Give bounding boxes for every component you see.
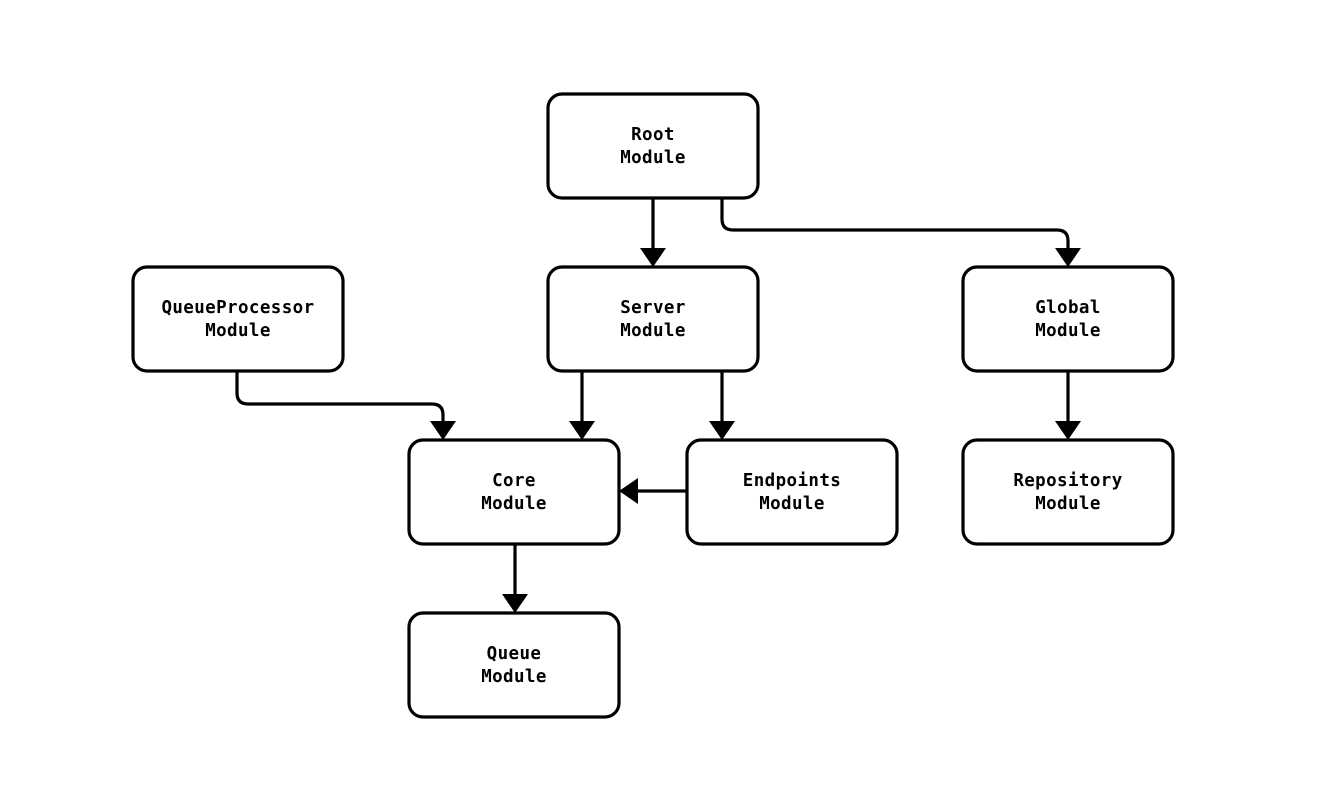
edge-server-to-core [569,371,595,440]
edge-endpoints-to-core-arrowhead [619,478,638,504]
edge-global-to-repository-arrowhead [1055,421,1081,440]
endpoints-module-box[interactable] [685,438,899,546]
edge-queueprocessor-to-core-line [235,371,445,425]
repository-module-box[interactable] [961,438,1175,546]
core-module-box[interactable] [407,438,621,546]
global-module-label-line2: Module [1035,321,1101,341]
queue-module-label-line1: Queue [487,644,542,664]
queue-module-box[interactable] [407,611,621,719]
edge-core-to-queue-arrowhead [502,594,528,613]
root-module-label-line2: Module [620,148,686,168]
endpoints-module-label-line1: Endpoints [743,471,841,491]
edge-queueprocessor-to-core-arrowhead [430,421,456,440]
core-module-label-line1: Core [492,471,536,491]
edge-root-to-global [720,198,1081,267]
server-module-label-line1: Server [620,298,686,318]
queue-module-label-line2: Module [481,667,547,687]
edge-root-to-global-line [720,198,1070,252]
global-module-label-line1: Global [1035,298,1101,318]
root-module-box[interactable] [546,92,760,200]
edge-global-to-repository [1055,371,1081,440]
edge-root-to-server [640,198,666,267]
edge-root-to-server-arrowhead [640,248,666,267]
server-module-box[interactable] [546,265,760,373]
edge-root-to-global-arrowhead [1055,248,1081,267]
global-module-box[interactable] [961,265,1175,373]
edges-layer [235,198,1081,613]
edge-core-to-queue [502,544,528,613]
server-module-label-line2: Module [620,321,686,341]
edge-queueprocessor-to-core [235,371,456,440]
edge-endpoints-to-core [619,478,687,504]
endpoints-module-label-line2: Module [759,494,825,514]
nodes-layer: RootModuleQueueProcessorModuleServerModu… [131,92,1175,719]
core-module-label-line2: Module [481,494,547,514]
edge-server-to-endpoints [709,371,735,440]
edge-server-to-core-arrowhead [569,421,595,440]
edge-server-to-endpoints-arrowhead [709,421,735,440]
root-module-label-line1: Root [631,125,675,145]
queueprocessor-module-label-line1: QueueProcessor [161,298,314,318]
queueprocessor-module-label-line2: Module [205,321,271,341]
queueprocessor-module-box[interactable] [131,265,345,373]
repository-module-label-line2: Module [1035,494,1101,514]
repository-module-label-line1: Repository [1013,471,1122,491]
